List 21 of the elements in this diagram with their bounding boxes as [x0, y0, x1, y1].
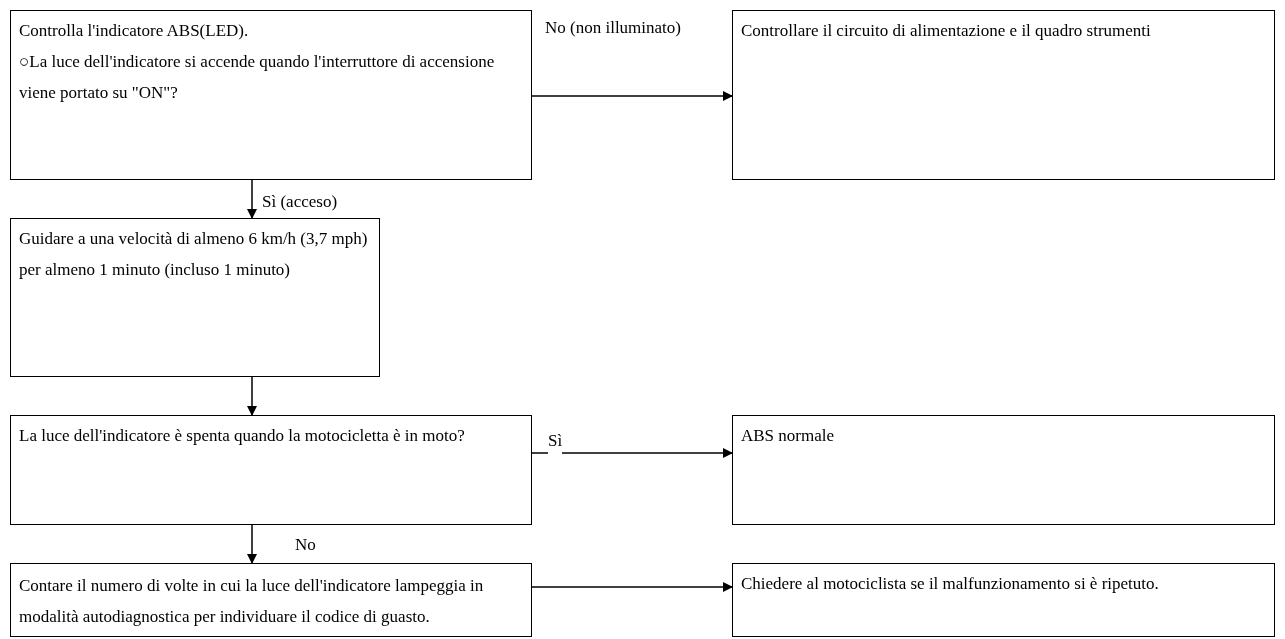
box-text: Controlla l'indicatore ABS(LED). — [19, 20, 250, 42]
box-text: Guidare a una velocità di almeno 6 km/h (3,7 mph) per almeno 1 minuto (incluso 1 minuto) — [19, 228, 369, 281]
box-text: Controllare il circuito di alimentazione e il quadro strumenti — [741, 20, 1152, 42]
process-box — [10, 563, 532, 637]
box-text: ABS normale — [741, 425, 836, 447]
arrow — [531, 448, 733, 458]
box-text: Chiedere al motociclista se il malfunzionamento si è ripetuto. — [741, 573, 1160, 595]
arrow — [247, 179, 257, 219]
process-box — [732, 10, 1275, 180]
box-text: La luce dell'indicatore è spenta quando la motocicletta è in moto? — [19, 425, 466, 447]
arrow — [531, 91, 733, 101]
process-box — [10, 218, 380, 377]
arrow — [247, 524, 257, 564]
box-text: Contare il numero di volte in cui la luce dell'indicatore lampeggia in modalità autodiagnostica per individuare il codice di guasto. — [19, 575, 485, 628]
arrow — [531, 582, 733, 592]
arrow — [247, 376, 257, 416]
process-box — [10, 415, 532, 525]
process-box — [732, 563, 1275, 637]
process-box — [732, 415, 1275, 525]
process-box — [10, 10, 532, 180]
box-text: ○La luce dell'indicatore si accende quando l'interruttore di accensione viene portato su "ON"? — [19, 51, 496, 104]
